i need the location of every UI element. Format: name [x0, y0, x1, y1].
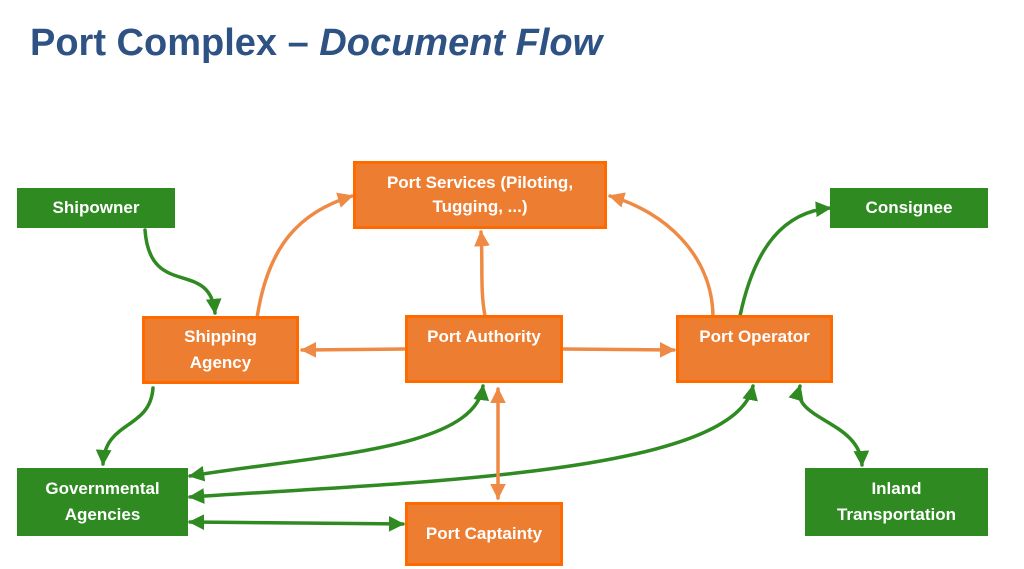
- inland-transportation-line2: Transportation: [836, 505, 956, 524]
- arrow-shipowner-to-shipping-agency: [143, 228, 222, 315]
- arrow-port-authority-to-port-operator: [561, 341, 676, 358]
- arrow-governmental-agencies-port-operator: [188, 384, 758, 504]
- node-port-authority: Port Authority: [405, 315, 563, 383]
- arrow-port-operator-inland-transportation: [788, 384, 870, 467]
- port-services-line1: Port Services (Piloting,: [386, 173, 574, 192]
- inland-transportation-line1: Inland: [871, 479, 922, 498]
- node-port-operator: Port Operator: [676, 315, 833, 383]
- arrow-shipping-agency-to-governmental-agencies: [95, 386, 155, 466]
- arrow-governmental-agencies-port-authority: [188, 384, 490, 482]
- arrow-port-authority-to-port-services: [474, 230, 490, 318]
- node-shipowner: Shipowner: [17, 188, 175, 228]
- shipping-agency-line2: Agency: [189, 353, 252, 372]
- port-authority-label: Port Authority: [427, 327, 541, 346]
- arrow-port-operator-to-port-services: [608, 192, 715, 318]
- port-services-line2: Tugging, ...): [432, 197, 528, 216]
- shipping-agency-line1: Shipping: [184, 327, 257, 346]
- governmental-agencies-line1: Governmental: [45, 479, 160, 498]
- shipowner-label: Shipowner: [52, 198, 140, 217]
- title-emphasis: Document Flow: [319, 22, 603, 64]
- node-port-captainty: Port Captainty: [405, 502, 563, 566]
- arrow-governmental-agencies-port-captainty: [188, 514, 405, 532]
- arrow-shipping-agency-to-port-services: [255, 192, 354, 320]
- port-captainty-label: Port Captainty: [425, 524, 543, 543]
- page-title: Port Complex – Document Flow: [30, 22, 602, 65]
- node-port-services: Port Services (Piloting, Tugging, ...): [353, 161, 607, 229]
- consignee-label: Consignee: [865, 198, 953, 217]
- arrow-port-operator-to-consignee: [738, 201, 832, 318]
- port-operator-label: Port Operator: [699, 327, 810, 346]
- arrow-port-authority-to-shipping-agency: [300, 341, 407, 358]
- governmental-agencies-line2: Agencies: [64, 505, 141, 524]
- node-consignee: Consignee: [830, 188, 988, 228]
- title-main: Port Complex –: [30, 22, 320, 64]
